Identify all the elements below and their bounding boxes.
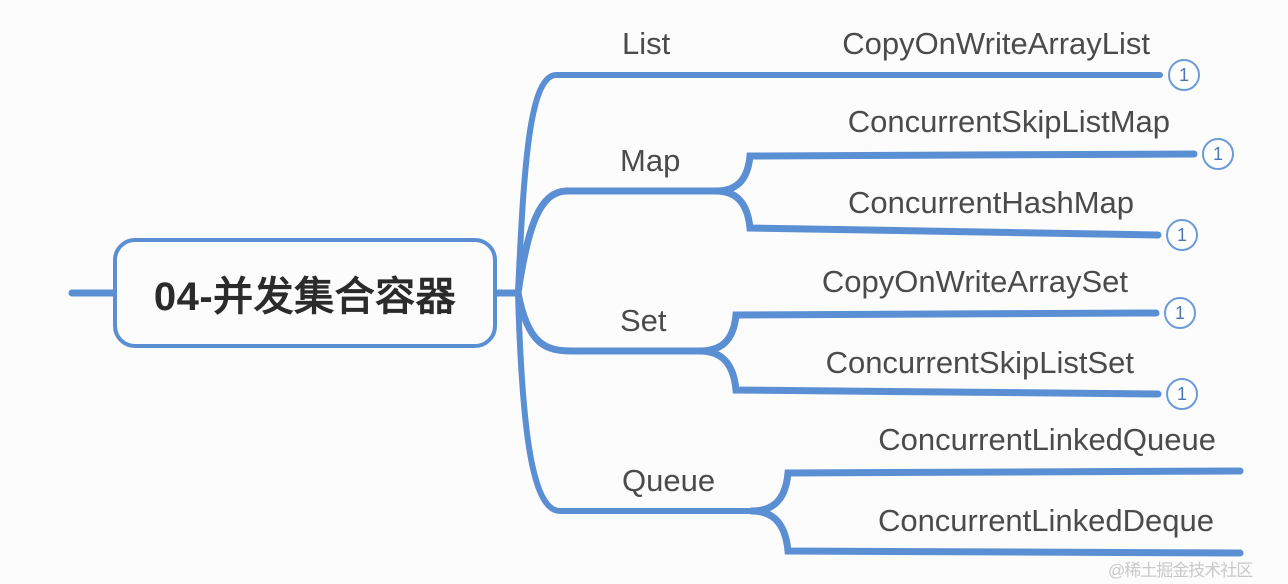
branch-line-map: [514, 187, 720, 297]
branch-label-queue[interactable]: Queue: [622, 463, 716, 498]
leaf-label-copyonwritearraylist[interactable]: CopyOnWriteArrayList: [842, 26, 1150, 61]
badge-concurrenthashmap[interactable]: 1: [1166, 219, 1198, 251]
branch-line-set: [514, 289, 704, 355]
badge-concurrentskiplistmap[interactable]: 1: [1202, 138, 1234, 170]
root-node[interactable]: 04-并发集合容器: [113, 238, 497, 348]
leaf-label-concurrenthashmap[interactable]: ConcurrentHashMap: [847, 185, 1134, 220]
leaf-label-concurrentlinkeddeque[interactable]: ConcurrentLinkedDeque: [877, 503, 1214, 538]
branch-line-list: [515, 72, 1163, 296]
leaf-line-concurrenthashmap: [712, 187, 1162, 239]
leaf-label-concurrentlinkedqueue[interactable]: ConcurrentLinkedQueue: [878, 422, 1216, 457]
badge-concurrentskiplistset[interactable]: 1: [1166, 378, 1198, 410]
leaf-label-copyonwritearrayset[interactable]: CopyOnWriteArraySet: [821, 264, 1128, 299]
leaf-line-concurrentskiplistset: [696, 347, 1162, 398]
watermark: @稀土掘金技术社区: [1108, 561, 1253, 580]
branch-line-queue: [515, 290, 755, 514]
badge-copyonwritearrayset[interactable]: 1: [1164, 297, 1196, 329]
root-node-label: 04-并发集合容器: [153, 275, 457, 319]
branch-label-map[interactable]: Map: [620, 143, 681, 178]
leaf-label-concurrentskiplistset[interactable]: ConcurrentSkipListSet: [825, 345, 1134, 380]
leaf-line-concurrentlinkeddeque: [748, 507, 1244, 557]
badge-copyonwritearraylist[interactable]: 1: [1168, 59, 1200, 91]
branch-label-list[interactable]: List: [622, 26, 671, 61]
branch-label-set[interactable]: Set: [620, 303, 667, 338]
leaf-label-concurrentskiplistmap[interactable]: ConcurrentSkipListMap: [847, 104, 1170, 139]
